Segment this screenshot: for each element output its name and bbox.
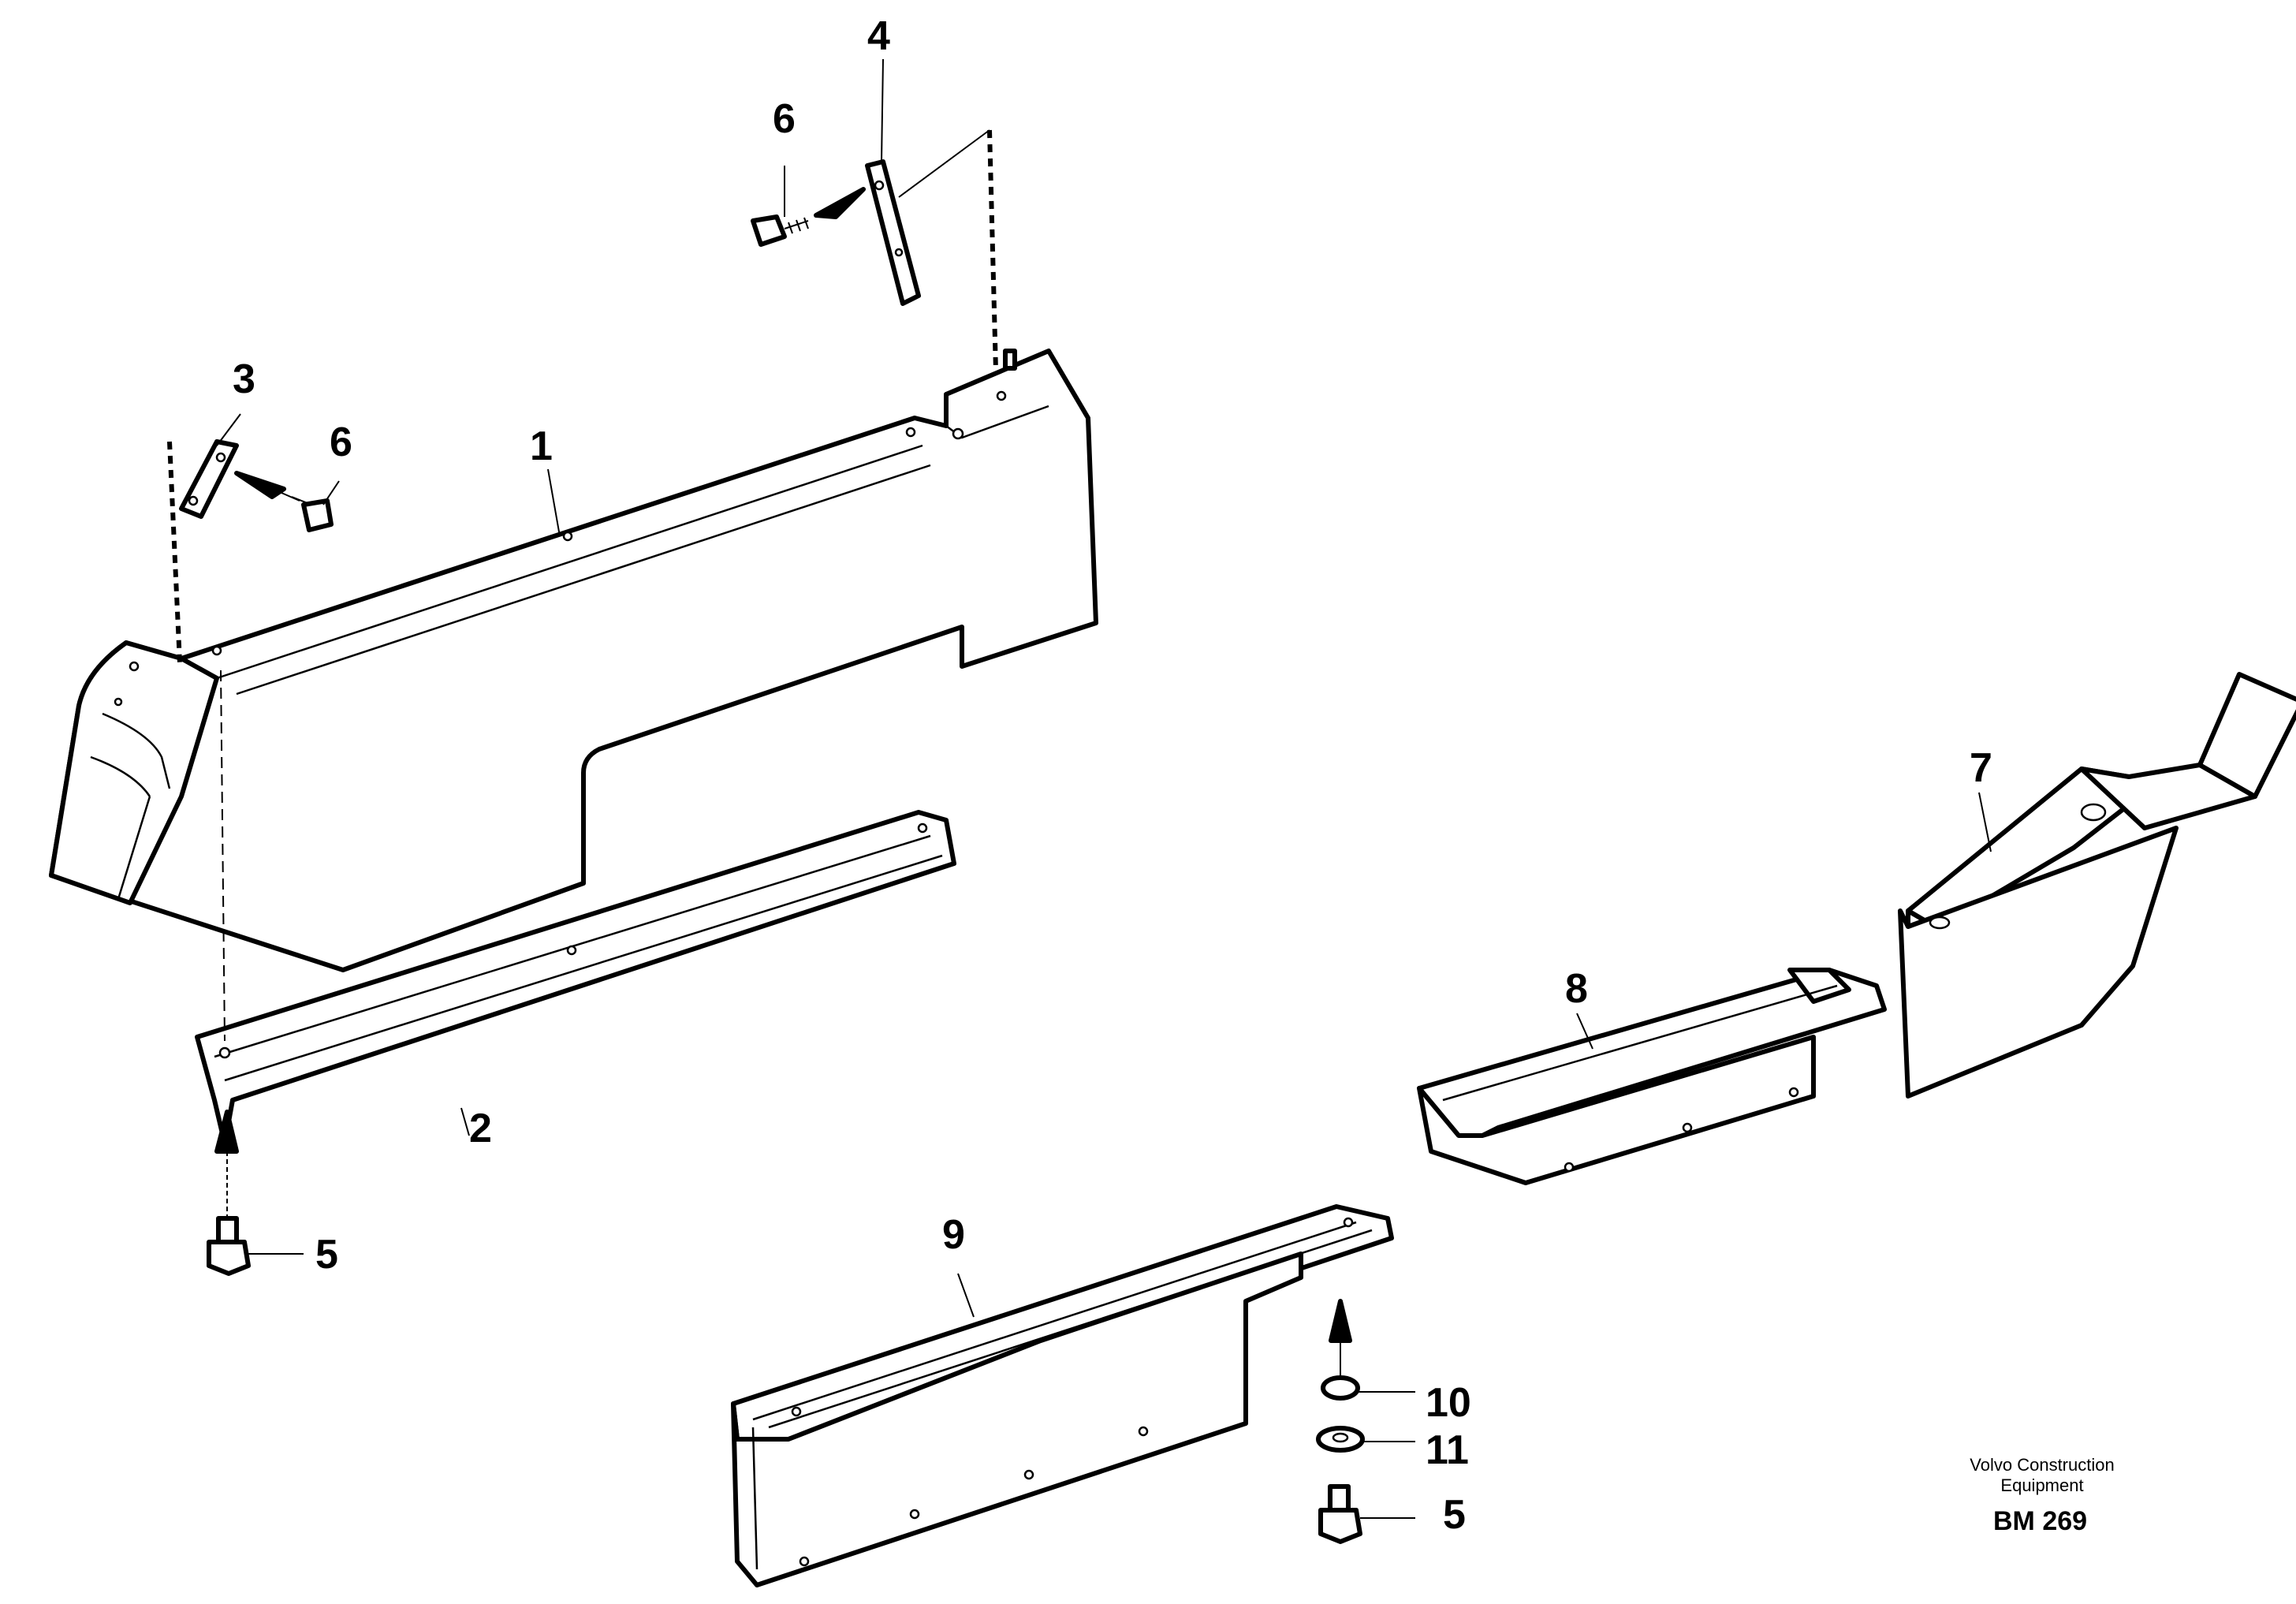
part-6-screw-upper <box>751 187 866 247</box>
callout-1: 1 <box>530 423 553 469</box>
callout-9: 9 <box>942 1212 965 1258</box>
part-6-screw-left <box>234 471 334 532</box>
part-7-end-bracket <box>1898 672 2296 1099</box>
part-11-washer <box>1316 1426 1415 1453</box>
part-5-bolt-left <box>207 1110 304 1276</box>
figure-code: BM 269 <box>1993 1506 2088 1536</box>
part-9-front-cover <box>731 1204 1394 1587</box>
part-3-bracket <box>179 439 239 519</box>
manufacturer-credit: Volvo Construction Equipment <box>1940 1455 2145 1497</box>
callout-6-upper: 6 <box>773 96 796 142</box>
callout-8: 8 <box>1565 966 1588 1012</box>
callout-6-left: 6 <box>330 420 352 465</box>
callout-5-right: 5 <box>1443 1492 1466 1538</box>
callout-2: 2 <box>469 1106 492 1151</box>
callout-10: 10 <box>1426 1380 1471 1426</box>
credit-line-2: Equipment <box>2000 1475 2084 1496</box>
callout-7: 7 <box>1970 745 1992 791</box>
callout-4: 4 <box>867 13 890 59</box>
part-2-rail <box>195 810 956 1146</box>
part-8-middle-cover <box>1417 968 1887 1185</box>
callout-3: 3 <box>233 356 255 402</box>
part-10-washer <box>1321 1375 1415 1401</box>
arrow-to-part-9 <box>1329 1299 1352 1376</box>
callout-5-left: 5 <box>315 1232 338 1278</box>
part-4-strap <box>865 159 921 306</box>
part-1-cover-panel <box>49 349 1098 972</box>
part-5-bolt-right <box>1318 1484 1415 1544</box>
callout-11: 11 <box>1426 1427 1469 1473</box>
credit-line-1: Volvo Construction <box>1970 1455 2115 1475</box>
assembly-guides <box>167 129 998 1042</box>
leader-lines <box>216 58 1992 1318</box>
